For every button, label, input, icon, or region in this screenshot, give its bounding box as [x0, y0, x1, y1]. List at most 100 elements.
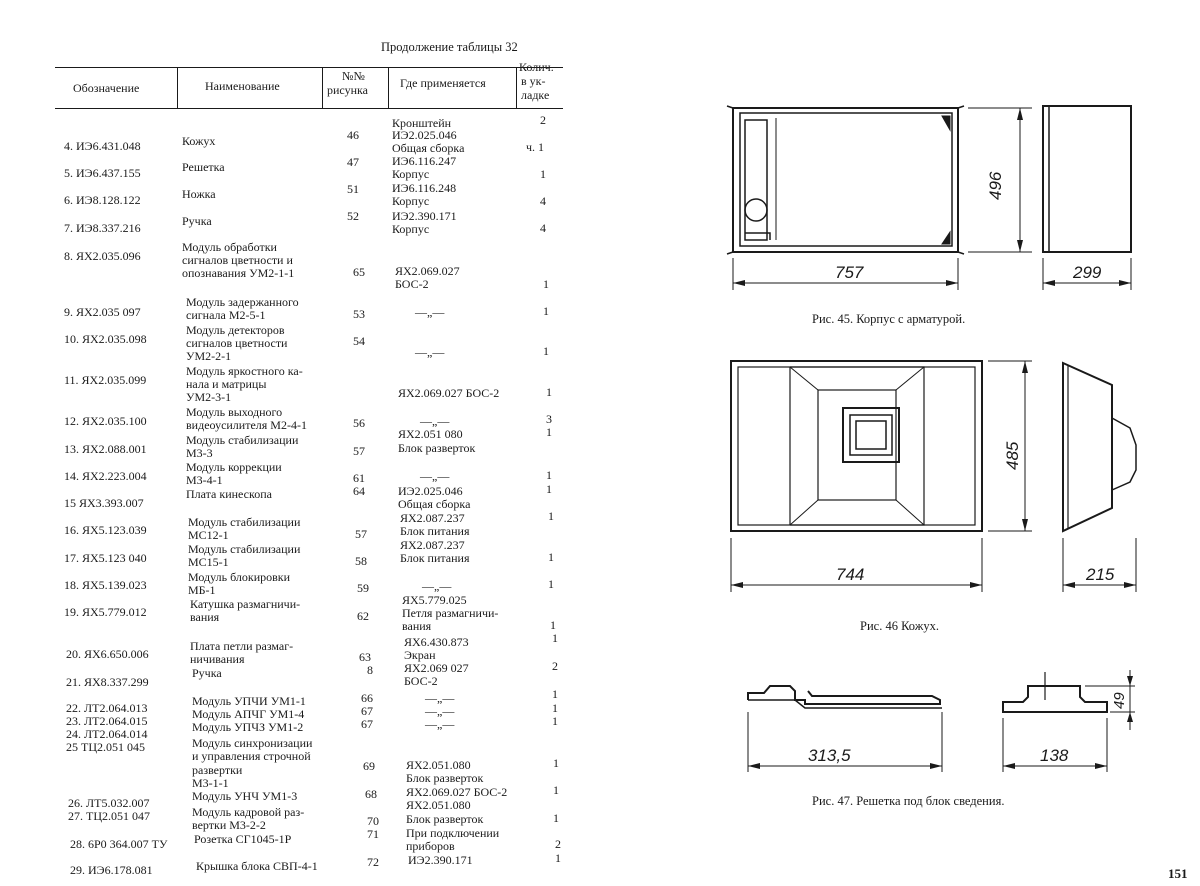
row-name: МБ-1: [188, 583, 216, 597]
row-name: Модуль коррекции: [186, 460, 282, 474]
row-qty: 1: [552, 701, 558, 715]
header-designation: Обозначение: [73, 81, 140, 95]
figure-45-drawing: 757 299 496: [726, 105, 1132, 290]
row-designation: 21. ЯХ8.337.299: [66, 675, 149, 689]
row-figure: 52: [347, 209, 359, 223]
row-name: Розетка СГ1045-1Р: [194, 832, 292, 846]
row-qty: 1: [546, 385, 552, 399]
row-designation: 18. ЯХ5.139.023: [64, 578, 147, 592]
row-name: видеоусилителя М2-4-1: [186, 418, 307, 432]
row-qty: 3: [546, 412, 552, 426]
row-name: и управления строчной: [192, 749, 311, 763]
row-name: Модуль УПЧЗ УМ1-2: [192, 720, 304, 734]
row-used-in: —„—: [415, 345, 445, 359]
row-used-in: вания: [402, 619, 432, 633]
row-name: сигнала М2-5-1: [186, 308, 266, 322]
column-divider: [177, 67, 178, 109]
row-designation: 20. ЯХ6.650.006: [66, 647, 149, 661]
row-used-in: ЯХ2.069.027: [395, 264, 460, 278]
row-designation: 28. 6Р0 364.007 ТУ: [70, 837, 168, 851]
row-figure: 70: [367, 814, 379, 828]
row-qty: 1: [548, 577, 554, 591]
row-used-in: Блок разверток: [406, 812, 484, 826]
row-figure: 8: [367, 663, 373, 677]
row-name: сигналов цветности и: [182, 253, 293, 267]
row-designation: 13. ЯХ2.088.001: [64, 442, 147, 456]
row-used-in: Петля размагничи-: [402, 606, 499, 620]
row-used-in: ЯХ5.779.025: [402, 593, 467, 607]
fig47-height-dim: 49: [1111, 692, 1128, 709]
row-qty: 1: [550, 618, 556, 632]
row-used-in: ИЭ2.025.046: [392, 128, 457, 142]
row-name: М3-3: [186, 446, 213, 460]
row-used-in: ИЭ2.390.171: [408, 853, 473, 867]
row-qty: 1: [555, 851, 561, 865]
row-designation: 15 ЯХ3.393.007: [64, 496, 144, 510]
row-qty: 2: [552, 659, 558, 673]
row-designation: 10. ЯХ2.035.098: [64, 332, 147, 346]
header-fig-no-2: рисунка: [327, 83, 368, 97]
row-name: Решетка: [182, 160, 225, 174]
row-used-in: Корпус: [392, 167, 430, 181]
row-used-in: Кронштейн: [392, 116, 452, 130]
row-used-in: ЯХ2.087.237: [400, 538, 465, 552]
row-used-in: —„—: [425, 704, 455, 718]
row-used-in: Общая сборка: [398, 497, 471, 511]
row-used-in: ИЭ2.390.171: [392, 209, 457, 223]
row-designation: 8. ЯХ2.035.096: [64, 249, 141, 263]
row-figure: 53: [353, 307, 365, 321]
row-figure: 64: [353, 484, 365, 498]
row-figure: 57: [355, 527, 367, 541]
row-qty: 1: [543, 344, 549, 358]
figure-46-drawing: 744 215 485: [730, 360, 1137, 592]
row-name: УМ2-3-1: [186, 390, 232, 404]
row-used-in: ИЭ6.116.247: [392, 154, 457, 168]
row-designation: 24. ЛТ2.064.014: [66, 727, 148, 741]
row-used-in: БОС-2: [395, 277, 429, 291]
row-figure: 66: [361, 691, 373, 705]
row-qty: 1: [553, 783, 559, 797]
row-figure: 63: [359, 650, 371, 664]
row-used-in: ЯХ2.069.027 БОС-2: [398, 386, 500, 400]
row-designation: 23. ЛТ2.064.015: [66, 714, 148, 728]
row-figure: 51: [347, 182, 359, 196]
row-qty: 1: [552, 631, 558, 645]
row-name: нала и матрицы: [186, 377, 267, 391]
row-figure: 46: [347, 128, 359, 142]
header-used-in: Где применяется: [400, 76, 486, 90]
row-designation: 27. ТЦ2.051 047: [68, 809, 150, 823]
row-used-in: БОС-2: [404, 674, 438, 688]
row-used-in: Блок питания: [400, 551, 470, 565]
row-used-in: ИЭ6.116.248: [392, 181, 457, 195]
row-name: опознавания УМ2-1-1: [182, 266, 295, 280]
row-figure: 54: [353, 334, 365, 348]
page-number: 151: [1168, 866, 1188, 881]
row-name: ничивания: [190, 652, 245, 666]
row-qty: 2: [540, 113, 546, 127]
row-name: Модуль блокировки: [188, 570, 291, 584]
row-qty: 1: [543, 304, 549, 318]
row-used-in: приборов: [406, 839, 455, 853]
row-name: Крышка блока СВП-4-1: [196, 859, 318, 873]
fig46-height-dim: 485: [1003, 441, 1022, 470]
row-qty: 1: [546, 425, 552, 439]
row-figure: 69: [363, 759, 375, 773]
row-name: Модуль стабилизации: [186, 433, 299, 447]
row-designation: 26. ЛТ5.032.007: [68, 796, 150, 810]
row-name: Ручка: [192, 666, 222, 680]
fig46-width-dim: 744: [836, 565, 864, 584]
table-top-rule: [55, 67, 563, 69]
row-name: М3-4-1: [186, 473, 223, 487]
row-name: МС12-1: [188, 528, 229, 542]
row-name: Модуль обработки: [182, 240, 277, 254]
row-designation: 5. ИЭ6.437.155: [64, 166, 141, 180]
row-name: Модуль яркостного ка-: [186, 364, 303, 378]
row-name: Плата петли размаг-: [190, 639, 294, 653]
row-used-in: ЯХ2.051.080: [406, 798, 471, 812]
row-designation: 11. ЯХ2.035.099: [64, 373, 147, 387]
row-figure: 65: [353, 265, 365, 279]
row-figure: 71: [367, 827, 379, 841]
row-name: вертки М3-2-2: [192, 818, 266, 832]
row-designation: 29. ИЭ6.178.081: [70, 863, 153, 877]
row-used-in: ИЭ2.025.046: [398, 484, 463, 498]
